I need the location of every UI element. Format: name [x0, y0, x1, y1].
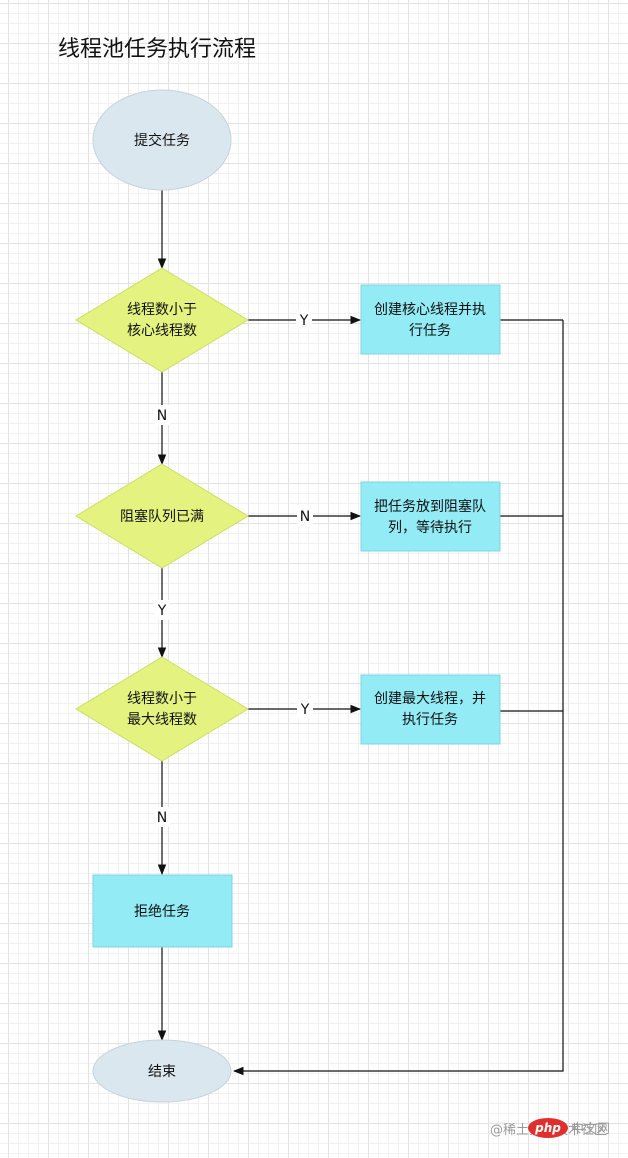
php-logo-text: php [534, 1121, 561, 1135]
process-enqueue-task-line1: 把任务放到阻塞队 [374, 498, 486, 515]
decision-core-threads-line1: 线程数小于 [127, 302, 197, 318]
decision-max-threads-line1: 线程数小于 [127, 691, 197, 707]
process-enqueue-task: 把任务放到阻塞队 列，等待执行 [360, 481, 501, 552]
edge-labels: Y N N Y Y N [154, 310, 313, 827]
process-create-max-thread: 创建最大线程，并 执行任务 [360, 674, 501, 745]
edge-label-core-yes: Y [299, 313, 309, 329]
start-node: 提交任务 [92, 89, 232, 191]
edge-label-core-no: N [157, 408, 167, 424]
decision-queue-full: 阻塞队列已满 [75, 463, 249, 569]
process-create-max-thread-line2: 执行任务 [402, 712, 458, 728]
process-create-max-thread-line1: 创建最大线程，并 [374, 691, 486, 707]
edge-label-queue-yes: Y [157, 603, 167, 619]
edge-label-queue-no: N [300, 509, 310, 525]
process-create-core-thread-line2: 行任务 [409, 323, 451, 339]
edge-collector-to-end [232, 320, 564, 1076]
process-reject-task-label: 拒绝任务 [134, 904, 190, 920]
end-node: 结束 [92, 1039, 232, 1103]
process-reject-task: 拒绝任务 [92, 874, 233, 948]
edge-label-max-yes: Y [300, 702, 310, 718]
process-create-core-thread-line1: 创建核心线程并执 [374, 302, 486, 318]
process-enqueue-task-line2: 列，等待执行 [388, 519, 472, 536]
decision-queue-full-label: 阻塞队列已满 [120, 508, 204, 525]
php-logo-badge [528, 1118, 568, 1138]
decision-max-threads: 线程数小于 最大线程数 [75, 656, 249, 762]
end-node-label: 结束 [148, 1064, 176, 1080]
process-create-core-thread: 创建核心线程并执 行任务 [360, 284, 501, 355]
diagram-title: 线程池任务执行流程 [58, 37, 256, 62]
decision-core-threads-line2: 核心线程数 [127, 323, 197, 339]
decision-core-threads: 线程数小于 核心线程数 [75, 267, 249, 373]
start-node-label: 提交任务 [134, 132, 190, 149]
watermark: @稀土掘金技术社区 php 中文网 [490, 1118, 610, 1138]
watermark-site: 中文网 [571, 1122, 610, 1137]
decision-max-threads-line2: 最大线程数 [127, 712, 197, 728]
edge-label-max-no: N [157, 810, 167, 826]
